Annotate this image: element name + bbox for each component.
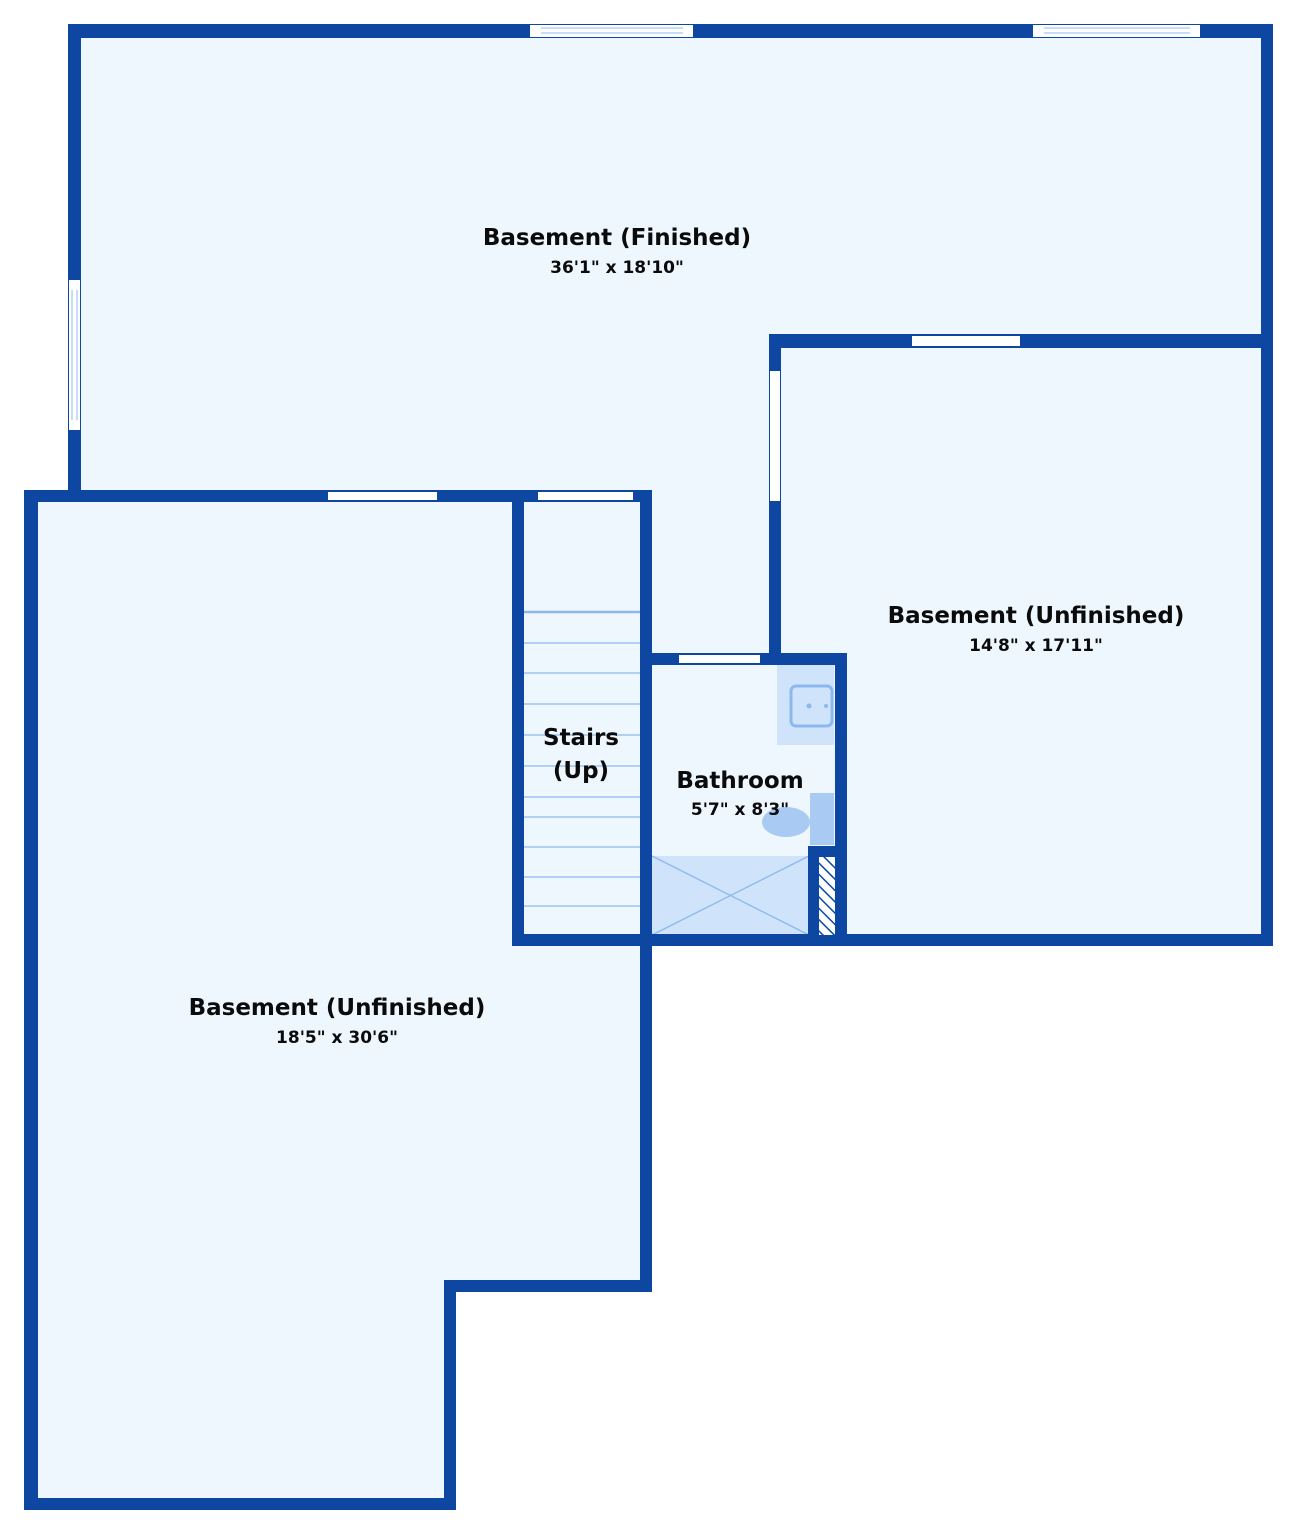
sink-icon xyxy=(777,664,834,745)
window-icon xyxy=(69,25,1200,663)
opening xyxy=(679,655,760,663)
wall xyxy=(444,1280,652,1292)
room-dim-bathroom: 5'7" x 8'3" xyxy=(691,800,789,820)
wall xyxy=(444,1280,456,1510)
floor-basement-finished-corridor xyxy=(646,330,775,660)
window-top-1 xyxy=(530,25,693,37)
opening xyxy=(770,371,780,501)
wall xyxy=(24,490,38,1510)
room-name-stairs-line2: (Up) xyxy=(553,758,609,784)
room-dim-basement-finished: 36'1" x 18'10" xyxy=(550,258,684,278)
floor-fills xyxy=(31,32,1267,1504)
wall xyxy=(512,490,524,946)
wall xyxy=(68,24,81,502)
wall xyxy=(1261,24,1273,946)
room-name-basement-finished: Basement (Finished) xyxy=(483,225,751,251)
wall xyxy=(640,490,652,1292)
opening xyxy=(538,492,633,500)
room-dim-basement-unfinished-east: 14'8" x 17'11" xyxy=(969,636,1103,656)
floor-stairs xyxy=(518,496,646,940)
toilet-icon xyxy=(762,793,834,845)
chase-hatch xyxy=(819,857,835,935)
walls xyxy=(24,24,1273,1510)
window-top-2 xyxy=(1033,25,1200,37)
wall xyxy=(769,334,1273,348)
stair-treads-icon xyxy=(521,610,643,907)
room-labels: Basement (Finished) 36'1" x 18'10" Basem… xyxy=(189,225,1185,1048)
wall xyxy=(512,934,1273,946)
room-name-basement-unfinished-west: Basement (Unfinished) xyxy=(189,995,486,1021)
floor-basement-unfinished-east xyxy=(775,341,1267,940)
room-name-basement-unfinished-east: Basement (Unfinished) xyxy=(888,603,1185,629)
window-west xyxy=(69,280,80,430)
opening xyxy=(328,492,437,500)
wall xyxy=(24,1498,456,1510)
room-name-stairs-line1: Stairs xyxy=(543,725,619,751)
floor-basement-unfinished-west xyxy=(31,496,646,1504)
shower-icon xyxy=(651,855,810,936)
room-dim-basement-unfinished-west: 18'5" x 30'6" xyxy=(276,1028,398,1048)
opening xyxy=(912,336,1020,346)
room-name-bathroom: Bathroom xyxy=(676,768,803,794)
